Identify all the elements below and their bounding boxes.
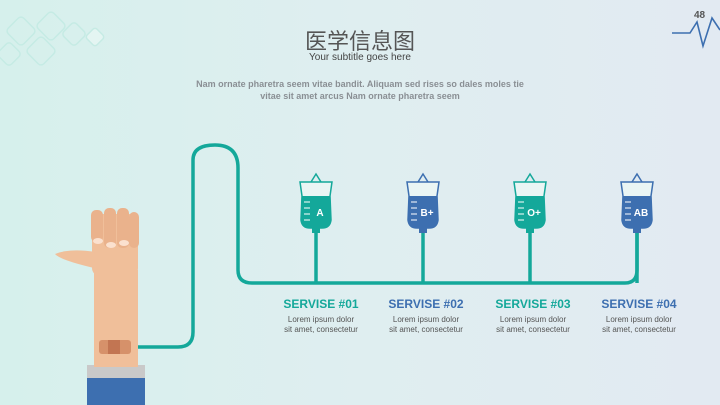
blood-bag-icon: AB — [620, 172, 654, 283]
service-text-line: Lorem ipsum dolor — [287, 315, 355, 324]
hand-icon — [55, 208, 145, 405]
service-text-line: sit amet, consectetur — [602, 325, 676, 334]
service-title: SERVISE #04 — [601, 297, 677, 311]
blood-bag-icon: A — [299, 172, 333, 283]
page-number: 48 — [694, 10, 706, 21]
service-title: SERVISE #03 — [495, 297, 571, 311]
blood-bag-icon: B+ — [406, 172, 440, 283]
description-line: Nam ornate pharetra seem vitae bandit. A… — [196, 79, 524, 89]
description: Nam ornate pharetra seem vitae bandit. A… — [170, 78, 550, 102]
service-text-line: sit amet, consectetur — [284, 325, 358, 334]
iv-tube — [130, 143, 639, 349]
service-title: SERVISE #01 — [283, 297, 359, 311]
description-line: vitae sit amet arcus Nam ornate pharetra… — [260, 91, 460, 101]
service-text-line: sit amet, consectetur — [496, 325, 570, 334]
service-text-line: sit amet, consectetur — [389, 325, 463, 334]
heartbeat-icon — [672, 16, 720, 49]
blood-type-label: AB — [634, 208, 648, 219]
service-text-line: Lorem ipsum dolor — [392, 315, 460, 324]
blood-type-label: A — [316, 208, 323, 219]
page-title: 医学信息图 — [304, 30, 415, 55]
decorative-diamonds — [0, 11, 105, 66]
blood-type-label: B+ — [420, 208, 433, 219]
blood-bag-icon: O+ — [513, 172, 547, 283]
service-text-line: Lorem ipsum dolor — [605, 315, 673, 324]
blood-type-label: O+ — [527, 208, 541, 219]
service-text-line: Lorem ipsum dolor — [499, 315, 567, 324]
page-subtitle: Your subtitle goes here — [309, 52, 411, 63]
service-title: SERVISE #02 — [388, 297, 464, 311]
